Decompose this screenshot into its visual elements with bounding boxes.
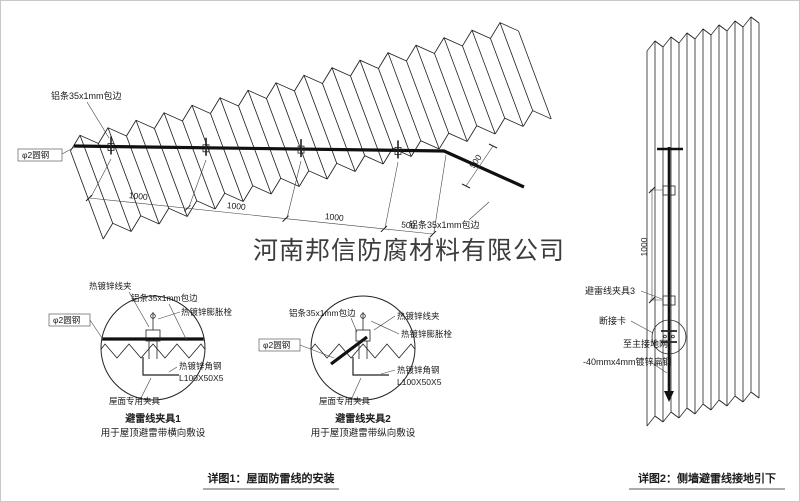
disconnect-card [651,319,687,355]
lightning-wire [73,144,525,189]
label-disconnect: 断接卡 [599,315,626,326]
watermark-text: 河南邦信防腐材料有限公司 [253,237,565,265]
detail1-label-expansion-bolt: 热镀锌膨胀栓 [181,307,233,317]
wall-clamp-upper [662,184,676,197]
detail1-label-wire-clamp: 热镀锌线夹 [89,281,132,291]
caption-detail2: 详图2：侧墙避雷线接地引下 [638,471,776,485]
wire-clamp-3 [297,139,305,158]
roof-dimension-chain: 1000 1000 1000 500 [85,154,447,238]
detail1-title: 避雷线夹具1 [124,412,181,425]
leader-edge-bottom [468,201,490,221]
detail1-label-angle-size: L100X50X5 [179,373,224,383]
detail2-label-angle-size: L100X50X5 [397,377,442,387]
detail1-subtitle: 用于屋顶避雷带横向敷设 [101,427,206,439]
roof-overhang-dimension: 500 [461,143,498,189]
label-box-round-steel [17,148,63,162]
detail2-leader-round-steel [299,344,335,359]
dim-label-3: 1000 [324,211,344,223]
ground-arrow [664,391,674,402]
wall-dim-label: 1000 [639,237,649,256]
leader-disconnect [630,320,654,334]
detail1-label-round-steel: φ2圆钢 [53,315,80,325]
dim-label-1: 1000 [128,190,148,202]
roof-view: 1000 1000 1000 500 500 铝条35x1mm包边 φ2圆钢 铝… [17,18,552,240]
leader-flat-steel [648,360,668,374]
wire-clamp-2 [202,137,210,156]
wire-clamp-1 [107,136,115,155]
label-round-steel: φ2圆钢 [22,150,49,160]
detail1-leader-bolt [157,311,181,320]
detail1-circle-outline [100,295,206,401]
leader-round-steel [61,146,76,155]
detail2-wire [330,335,368,366]
sheet-right-edge [518,30,552,120]
label-to-ground: 至主接地网 [623,338,668,349]
detail1-leader-roof-fixture [140,377,152,399]
detail1-label-roof-fixture: 屋面专用夹具 [109,396,161,406]
detail2-label-angle-steel: 热镀锌角钢 [397,365,440,375]
detail2-leader-clamp [373,315,396,331]
dim-label-4: 500 [401,219,416,230]
wall-view: 1000 避雷线夹具3 断接卡 至主接地网 -40mmx4mm镀锌扁钢 [583,14,760,427]
detail2-title: 避雷线夹具2 [334,412,391,425]
roof-corrugated-sheet [65,18,552,240]
detail2-leader-angle [380,369,396,375]
detail2-leader-edge [350,317,358,333]
label-edge-strip-top: 铝条35x1mm包边 [51,90,122,101]
dim-label-2: 1000 [226,200,246,212]
detail2-label-wire-clamp: 热镀锌线夹 [397,311,440,321]
detail-circle-2: 铝条35x1mm包边 热镀锌线夹 热镀锌膨胀栓 φ2圆钢 热镀锌角钢 L100X… [258,295,453,439]
detail2-subtitle: 用于屋顶避雷带纵向敷设 [311,427,416,439]
label-edge-strip-bottom: 铝条35x1mm包边 [409,219,480,230]
label-flat-steel: -40mmx4mm镀锌扁钢 [583,356,672,367]
detail2-label-round-steel: φ2圆钢 [263,340,290,350]
detail2-circle-outline [310,295,416,401]
wall-dimension: 1000 [639,186,663,304]
detail1-leader-edge [168,303,188,342]
detail1-leader-angle [168,366,178,373]
detail1-leader-round-steel [89,319,103,339]
detail1-leader-clamp [128,291,150,328]
detail1-label-angle-steel: 热镀锌角钢 [179,361,222,371]
wall-clamp-lower [662,294,676,307]
detail2-label-roof-fixture: 屋面专用夹具 [319,396,371,406]
leader-edge-top [86,101,110,139]
detail-circle-1: 热镀锌线夹 铝条35x1mm包边 热镀锌膨胀栓 φ2圆钢 热镀锌角钢 L100X… [48,281,233,439]
label-clamp3: 避雷线夹具3 [585,285,635,296]
detail2-leader-roof-fixture [350,377,362,401]
detail2-leader-bolt [370,320,400,335]
disconnect-detail-ring [651,319,687,355]
wire-clamp-4 [394,140,402,159]
leader-clamp3 [640,290,663,300]
detail1-label-edge-strip: 铝条35x1mm包边 [131,293,198,303]
caption-detail1: 详图1：屋面防雷线的安装 [207,471,334,485]
wall-corrugated-sheet [646,14,760,427]
detail2-label-edge-strip: 铝条35x1mm包边 [289,308,356,318]
detail2-label-expansion-bolt: 热镀锌膨胀栓 [401,329,453,339]
